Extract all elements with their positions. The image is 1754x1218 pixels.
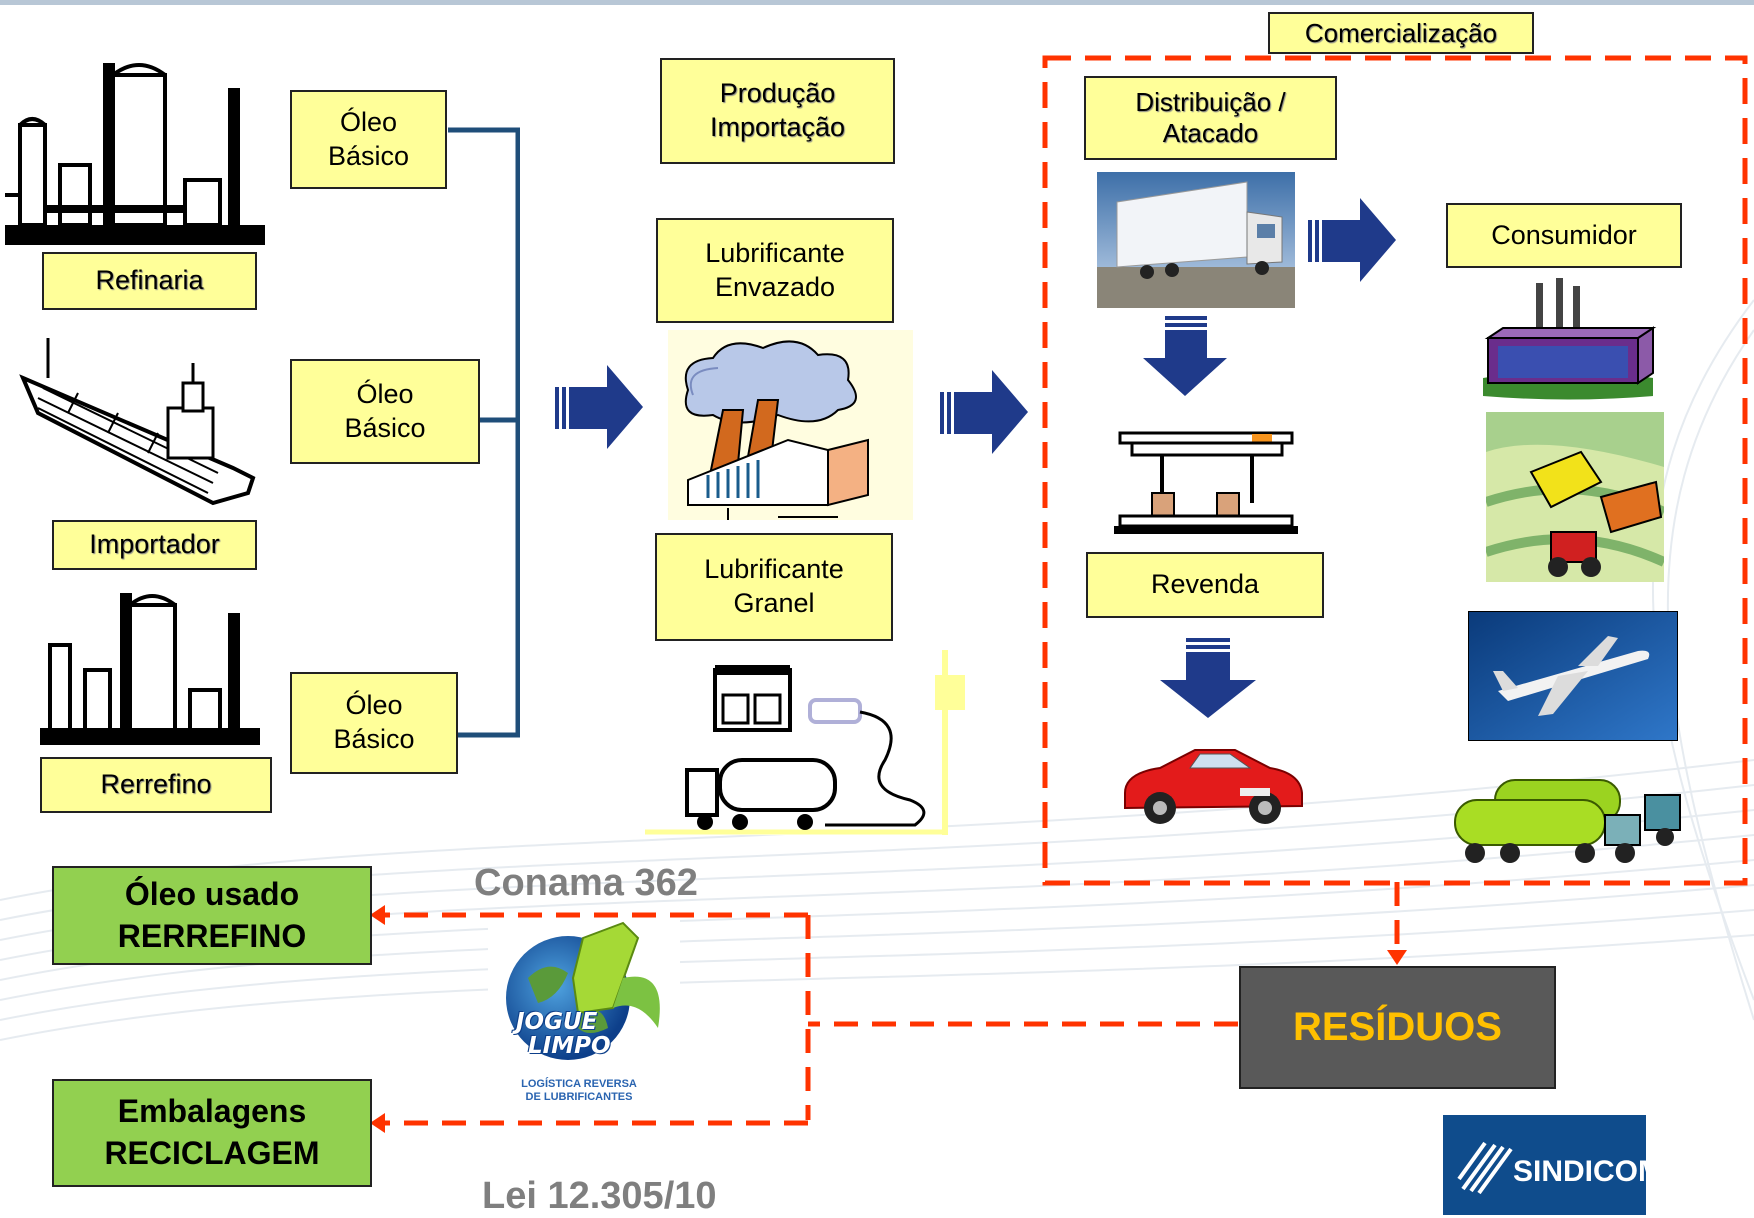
importador-label: Importador bbox=[52, 520, 257, 570]
right-arrow-icon bbox=[555, 365, 643, 449]
residuos-box: RESÍDUOS bbox=[1239, 966, 1556, 1089]
down-arrow-icon bbox=[1160, 638, 1256, 718]
sindicom-emblem-icon bbox=[1457, 1141, 1513, 1195]
industry-icon bbox=[1483, 278, 1657, 400]
agriculture-icon bbox=[1486, 412, 1664, 582]
factory-icon bbox=[668, 330, 913, 520]
jogue-limpo-logo: JOGUE LIMPO LOGÍSTICA REVERSA DE LUBRIFI… bbox=[488, 918, 680, 1114]
tanker-truck-icon bbox=[1454, 779, 1681, 863]
tanker-pipeline-icon bbox=[645, 650, 965, 835]
lei-12305-label: Lei 12.305/10 bbox=[482, 1175, 717, 1217]
comercializacao-title: Comercialização bbox=[1268, 12, 1534, 54]
right-arrow-icon bbox=[940, 370, 1028, 454]
car-icon bbox=[1124, 749, 1303, 824]
sindicom-wordmark: SINDICOM bbox=[1513, 1155, 1663, 1188]
down-arrow-icon bbox=[1143, 316, 1227, 396]
conama-362-label: Conama 362 bbox=[474, 862, 698, 904]
refinery-icon bbox=[5, 63, 265, 245]
connector-bracket bbox=[448, 127, 520, 738]
distribuicao-atacado-box: Distribuição /Atacado bbox=[1084, 76, 1337, 160]
truck-photo bbox=[1097, 172, 1295, 308]
jogue-limpo-tagline: LOGÍSTICA REVERSA DE LUBRIFICANTES bbox=[521, 1078, 637, 1103]
rerrefino-label: Rerrefino bbox=[40, 757, 272, 813]
right-arrow-icon bbox=[1308, 198, 1396, 282]
refinaria-label: Refinaria bbox=[42, 252, 257, 310]
ship-icon bbox=[19, 338, 256, 506]
refinery-icon bbox=[40, 593, 260, 745]
sindicom-logo: SINDICOM bbox=[1443, 1115, 1663, 1215]
gas-station-icon bbox=[1114, 431, 1298, 534]
airplane-photo bbox=[1468, 611, 1678, 741]
jogue-limpo-wordmark: JOGUE LIMPO bbox=[516, 1009, 611, 1059]
consumidor-box: Consumidor bbox=[1446, 203, 1682, 268]
revenda-box: Revenda bbox=[1086, 552, 1324, 618]
